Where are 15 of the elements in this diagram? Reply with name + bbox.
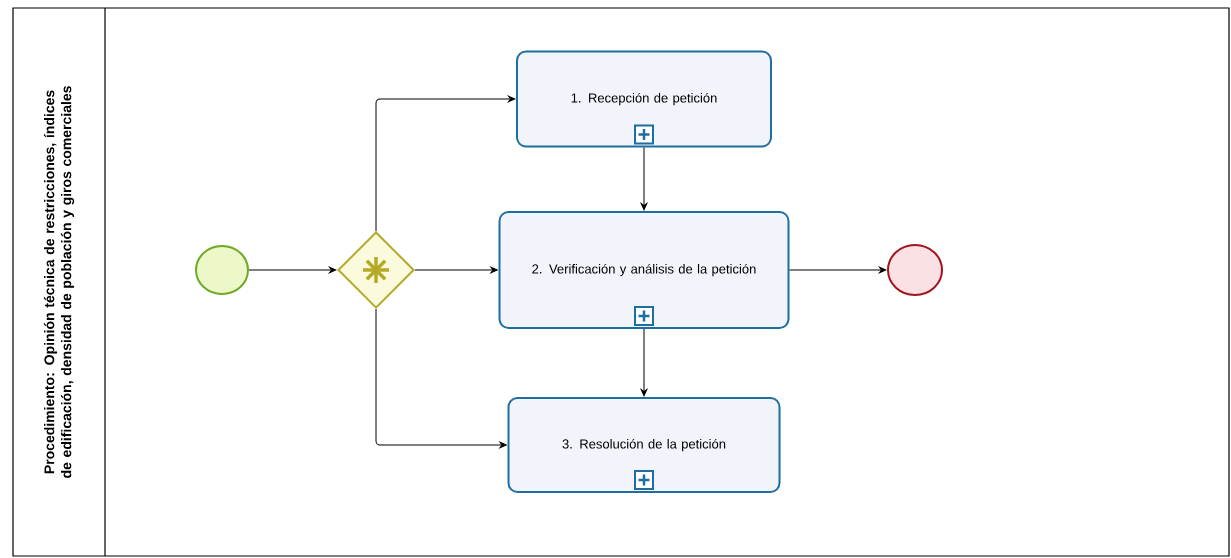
- gateway-diamond: [337, 231, 415, 309]
- arrow: [248, 266, 337, 274]
- arrow: [789, 266, 887, 274]
- arrow: [640, 328, 648, 397]
- pool-frame: [12, 7, 1230, 557]
- pool-title: Procedimiento: Opinión técnica de restricciones, índices de edificación, densidad de población y giros comerciales: [43, 86, 75, 478]
- start-event-circle: [195, 245, 249, 295]
- subprocess-box: 3. Resolución de la petición: [507, 397, 781, 493]
- subprocess-box: 2. Verificación y análisis de la petición: [498, 211, 790, 329]
- arrow: [375, 308, 507, 449]
- arrow: [375, 95, 516, 232]
- end-event-circle: [887, 244, 943, 296]
- arrow: [640, 147, 648, 211]
- subprocess-box: 1. Recepción de petición: [516, 50, 772, 148]
- arrow: [414, 266, 498, 274]
